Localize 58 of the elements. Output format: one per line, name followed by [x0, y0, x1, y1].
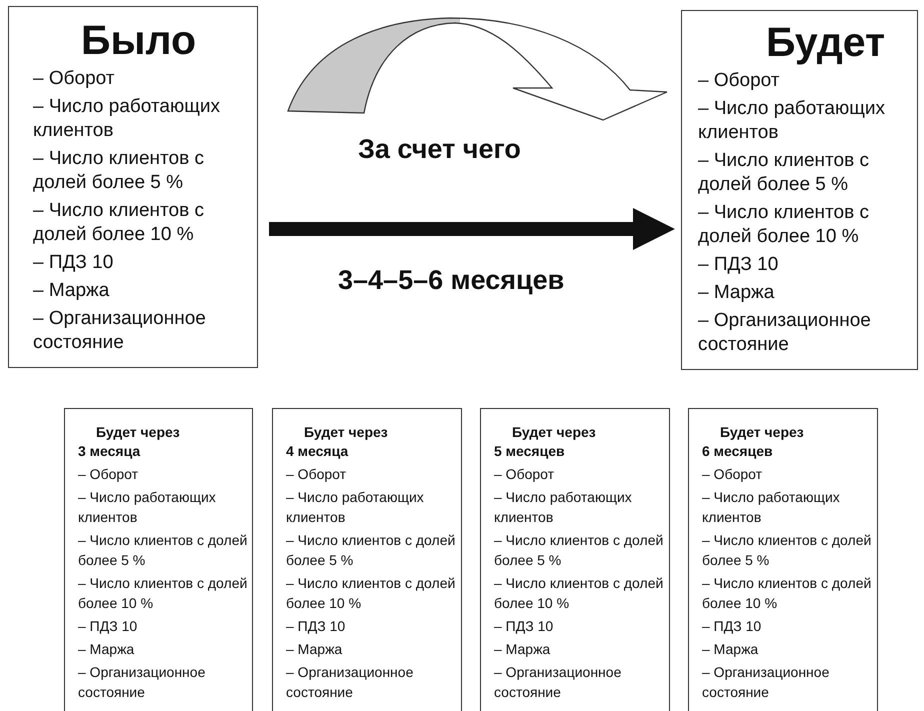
box-heading: Было [80, 17, 198, 63]
list-item: – Число клиентов с долей более 10 % [698, 201, 870, 249]
list-item: – Маржа [494, 640, 552, 659]
list-item: – Число клиентов с долей более 5 % [286, 531, 456, 570]
arrow [269, 208, 675, 250]
list-item: – Маржа [286, 640, 344, 659]
list-item: – Организационное состояние [702, 663, 830, 702]
list-item: – Организационное состояние [33, 307, 207, 355]
box-heading: Будет через 3 месяца [78, 423, 181, 461]
list-item: – Организационное состояние [286, 663, 414, 702]
list-item: – Маржа [33, 279, 110, 303]
text-box [681, 10, 918, 370]
text-box [272, 408, 462, 711]
list-item: – Оборот [494, 465, 556, 484]
list-item: – ПДЗ 10 [286, 617, 346, 636]
list-item: – ПДЗ 10 [698, 253, 780, 277]
text-box [64, 408, 253, 711]
list-item: – Оборот [698, 69, 780, 93]
list-item: – Организационное состояние [494, 663, 622, 702]
box-heading: Будет через 5 месяцев [494, 423, 597, 461]
text-box [480, 408, 670, 711]
list-item: – Число клиентов с долей более 5 % [494, 531, 664, 570]
list-item: – ПДЗ 10 [702, 617, 762, 636]
list-item: – Оборот [33, 67, 116, 91]
list-item: – Маржа [698, 281, 776, 305]
list-item: – ПДЗ 10 [78, 617, 138, 636]
list-item: – Оборот [286, 465, 348, 484]
list-item: – Число клиентов с долей более 10 % [494, 574, 664, 613]
list-item: – Организационное состояние [78, 663, 206, 702]
list-item: – Число клиентов с долей более 10 % [702, 574, 872, 613]
caption-text: 3–4–5–6 месяцев [338, 265, 564, 296]
list-item: – Число работающих клиентов [494, 488, 633, 527]
box-heading: Будет [765, 19, 886, 65]
list-item: – ПДЗ 10 [494, 617, 554, 636]
caption-text: За счет чего [358, 134, 521, 165]
text-box [688, 408, 878, 711]
list-item: – Число клиентов с долей более 5 % [698, 149, 870, 197]
list-item: – Маржа [702, 640, 760, 659]
list-item: – Число работающих клиентов [33, 95, 221, 143]
list-item: – ПДЗ 10 [33, 251, 114, 275]
list-item: – Оборот [702, 465, 764, 484]
curved-block-arrow [287, 17, 668, 121]
list-item: – Число работающих клиентов [698, 97, 886, 145]
list-item: – Число работающих клиентов [286, 488, 425, 527]
list-item: – Число клиентов с долей более 5 % [78, 531, 248, 570]
list-item: – Число клиентов с долей более 5 % [33, 147, 205, 195]
list-item: – Число клиентов с долей более 10 % [78, 574, 248, 613]
list-item: – Число работающих клиентов [702, 488, 841, 527]
list-item: – Число клиентов с долей более 5 % [702, 531, 872, 570]
list-item: – Число работающих клиентов [78, 488, 217, 527]
text-box [8, 6, 258, 368]
list-item: – Число клиентов с долей более 10 % [286, 574, 456, 613]
list-item: – Маржа [78, 640, 136, 659]
list-item: – Число клиентов с долей более 10 % [33, 199, 205, 247]
list-item: – Организационное состояние [698, 309, 872, 357]
box-heading: Будет через 4 месяца [286, 423, 389, 461]
box-heading: Будет через 6 месяцев [702, 423, 805, 461]
list-item: – Оборот [78, 465, 140, 484]
